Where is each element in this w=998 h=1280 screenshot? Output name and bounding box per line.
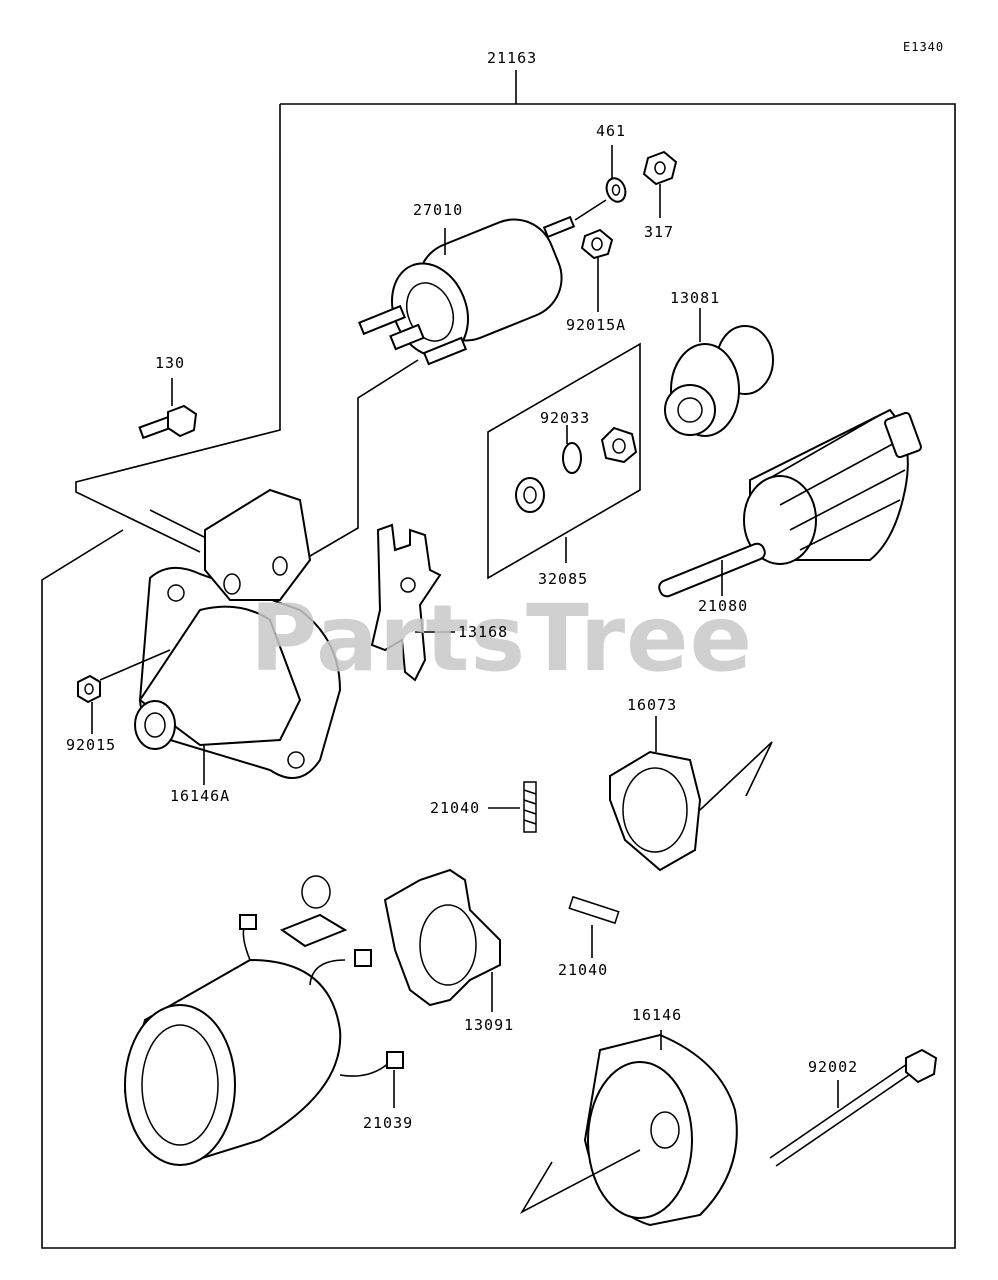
label-317: 317 bbox=[644, 223, 675, 241]
nut-92015A bbox=[580, 228, 614, 312]
clutch-13081 bbox=[664, 308, 774, 437]
watermark: PartsTree bbox=[250, 585, 753, 692]
holder-13091 bbox=[383, 868, 501, 1012]
label-92002: 92002 bbox=[808, 1058, 859, 1076]
label-21163: 21163 bbox=[487, 49, 538, 67]
label-16146: 16146 bbox=[632, 1006, 683, 1024]
kit-32085 bbox=[487, 342, 641, 580]
label-92015A: 92015A bbox=[566, 316, 627, 334]
label-13091: 13091 bbox=[464, 1016, 515, 1034]
nut-317 bbox=[642, 150, 678, 218]
solenoid-27010 bbox=[358, 199, 607, 366]
label-13168: 13168 bbox=[458, 623, 509, 641]
label-32085: 32085 bbox=[538, 570, 589, 588]
lever-13168 bbox=[370, 523, 455, 682]
label-16146A: 16146A bbox=[170, 787, 231, 805]
plate-16073 bbox=[609, 716, 773, 872]
assembly-outline bbox=[41, 70, 956, 1249]
spring-21040-b bbox=[568, 895, 620, 958]
label-21080: 21080 bbox=[698, 597, 749, 615]
label-13081: 13081 bbox=[670, 289, 721, 307]
housing-16146A bbox=[99, 488, 342, 785]
label-461: 461 bbox=[596, 122, 627, 140]
bolt-92002 bbox=[769, 1048, 938, 1167]
yoke-21039 bbox=[123, 875, 404, 1167]
washer-461 bbox=[605, 145, 627, 203]
label-92015: 92015 bbox=[66, 736, 117, 754]
label-21040-a: 21040 bbox=[430, 799, 481, 817]
label-21040-b: 21040 bbox=[558, 961, 609, 979]
label-27010: 27010 bbox=[413, 201, 464, 219]
label-130: 130 bbox=[155, 354, 186, 372]
end-frame-16146 bbox=[519, 1030, 738, 1227]
label-21039: 21039 bbox=[363, 1114, 414, 1132]
bolt-130 bbox=[138, 378, 198, 440]
label-16073: 16073 bbox=[627, 696, 678, 714]
label-92033: 92033 bbox=[540, 409, 591, 427]
drawing-code: E1340 bbox=[903, 40, 945, 54]
armature-21080 bbox=[658, 408, 922, 598]
nut-92015 bbox=[77, 674, 101, 734]
spring-21040-a bbox=[488, 781, 537, 833]
